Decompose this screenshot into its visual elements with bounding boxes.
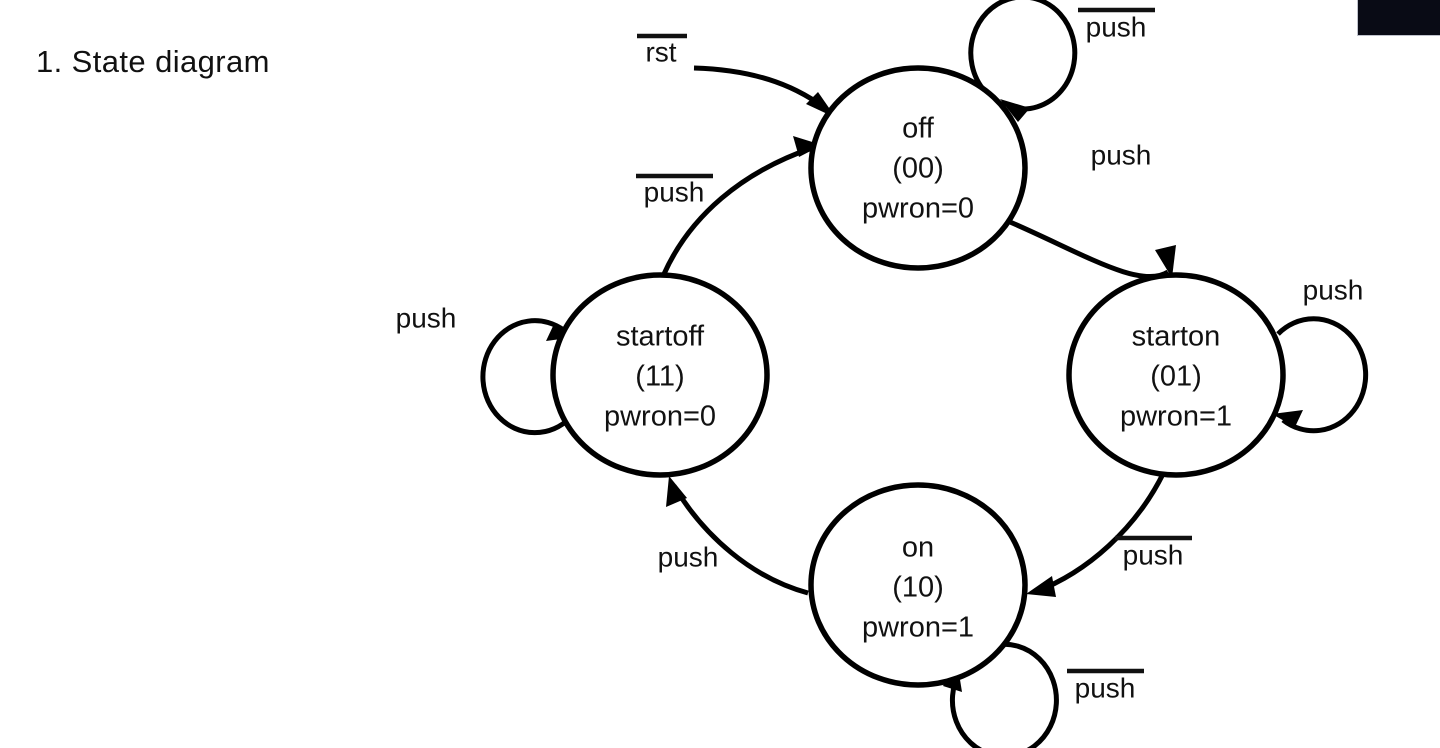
state-starton-name: starton xyxy=(1132,321,1221,353)
state-starton-shape[interactable] xyxy=(1066,272,1286,478)
state-startoff-name: startoff xyxy=(616,321,705,353)
state-starton-code: (01) xyxy=(1150,361,1202,393)
label-reset-in: rst xyxy=(637,33,687,67)
transition-starton-self-loop xyxy=(1272,316,1369,434)
transition-on-to-startoff xyxy=(666,476,809,596)
transition-startoff-to-off xyxy=(661,136,822,276)
starton-to-on-arrowhead xyxy=(1026,576,1056,597)
label-startoff-self: push xyxy=(396,302,457,333)
state-node-on[interactable]: on (10) pwron=1 xyxy=(808,482,1028,688)
label-startoff-to-off-text: push xyxy=(644,176,705,207)
label-reset-text: rst xyxy=(645,36,676,67)
state-on-code: (10) xyxy=(892,572,944,604)
off-to-starton-arrowhead xyxy=(1155,245,1176,278)
label-off-to-starton: push xyxy=(1091,139,1152,170)
on-to-startoff-path xyxy=(671,484,809,596)
on-to-startoff-arrowhead xyxy=(666,476,687,507)
startoff-self-loop-path xyxy=(480,318,572,436)
state-node-off[interactable]: off (00) pwron=0 xyxy=(808,65,1028,271)
state-startoff-code: (11) xyxy=(635,361,684,393)
state-starton-output: pwron=1 xyxy=(1120,401,1232,433)
label-startoff-to-off: push xyxy=(636,173,713,207)
state-off-output: pwron=0 xyxy=(862,193,974,225)
starton-to-on-path xyxy=(1034,472,1166,595)
label-starton-self: push xyxy=(1303,274,1364,305)
off-self-loop-arrowhead xyxy=(1000,99,1030,122)
label-off-to-starton-text: push xyxy=(1091,139,1152,170)
label-starton-to-on-text: push xyxy=(1123,539,1184,570)
state-startoff-output: pwron=0 xyxy=(604,401,716,433)
starton-self-loop-arrowhead xyxy=(1272,410,1303,427)
label-startoff-self-text: push xyxy=(396,302,457,333)
startoff-to-off-path xyxy=(661,145,813,276)
state-off-name: off xyxy=(902,113,935,145)
state-startoff-shape[interactable] xyxy=(550,272,770,478)
state-on-shape[interactable] xyxy=(808,482,1028,688)
on-self-loop-path xyxy=(949,641,1059,748)
state-off-code: (00) xyxy=(892,153,944,185)
transition-reset-in xyxy=(693,65,836,118)
off-to-starton-path xyxy=(1009,219,1170,279)
state-on-output: pwron=1 xyxy=(862,612,974,644)
label-on-to-startoff-text: push xyxy=(658,541,719,572)
startoff-to-off-arrowhead xyxy=(793,136,822,157)
transition-off-self-loop xyxy=(968,0,1078,122)
transition-off-to-starton xyxy=(1009,219,1176,279)
label-off-self: push xyxy=(1078,7,1155,42)
state-node-startoff[interactable]: startoff (11) pwron=0 xyxy=(550,272,770,478)
label-on-self: push xyxy=(1067,668,1144,703)
label-off-self-text: push xyxy=(1086,11,1147,42)
off-self-loop-path xyxy=(968,0,1078,112)
label-starton-to-on: push xyxy=(1115,535,1192,570)
state-node-starton[interactable]: starton (01) pwron=1 xyxy=(1066,272,1286,478)
page-title: 1. State diagram xyxy=(36,44,270,79)
state-off-shape[interactable] xyxy=(808,65,1028,271)
dark-corner-rectangle xyxy=(1357,0,1440,36)
transition-starton-to-on xyxy=(1026,472,1166,597)
label-on-to-startoff: push xyxy=(658,541,719,572)
label-starton-self-text: push xyxy=(1303,274,1364,305)
state-on-name: on xyxy=(902,532,934,564)
starton-self-loop-path xyxy=(1276,316,1369,434)
label-on-self-text: push xyxy=(1075,672,1136,703)
